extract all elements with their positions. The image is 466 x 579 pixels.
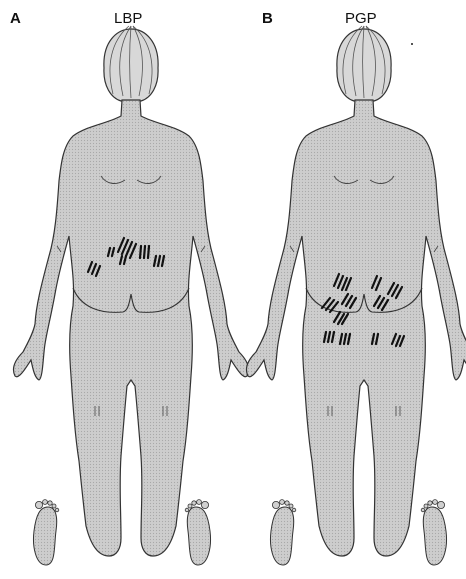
panel-b-left-foot bbox=[271, 500, 296, 565]
panel-b-right-foot bbox=[421, 500, 446, 565]
panel-a-left-foot bbox=[34, 500, 59, 565]
panel-a-body bbox=[13, 26, 248, 556]
speck bbox=[411, 43, 413, 45]
panel-b-body bbox=[246, 26, 466, 556]
panel-a-right-foot bbox=[185, 500, 210, 565]
